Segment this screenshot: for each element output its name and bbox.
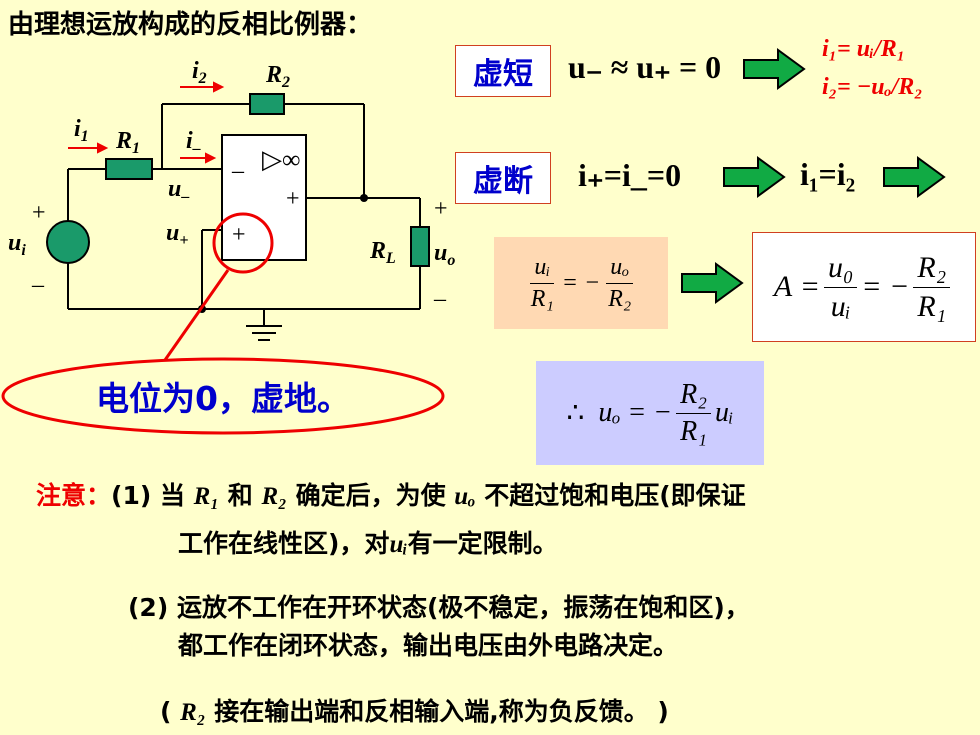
resistor-r1 [105, 158, 153, 180]
label-u-plus: u+ [166, 220, 188, 249]
virtual-open-equation: i₊=i_=0 [578, 157, 682, 193]
resistor-r2 [249, 93, 285, 115]
note-2-line-1: (2) 运放不工作在开环状态(极不稳定，振荡在饱和区)， [128, 593, 750, 622]
resistor-rl [410, 226, 430, 267]
note-1-line-2: 工作在线性区)，对uᵢ有一定限制。 [178, 529, 558, 558]
label-i2: i2 [192, 58, 207, 87]
output-plus: + [434, 196, 448, 222]
virtual-ground-ellipse [1, 357, 445, 435]
label-i1: i1 [74, 116, 89, 145]
virtual-short-result-2: i₂= −uₒ/R₂ [822, 74, 923, 100]
virtual-short-equation: u₋ ≈ u₊ = 0 [568, 49, 722, 85]
source-plus: + [32, 200, 46, 226]
virtual-open-label: 虚断 [455, 152, 551, 204]
opamp-body [221, 134, 307, 261]
arrow-icon [883, 156, 946, 198]
virtual-short-result-1: i₁= uᵢ/R₁ [822, 36, 906, 62]
virtual-ground-highlight [212, 212, 274, 274]
label-ui: ui [8, 230, 26, 259]
opamp-minus: – [231, 158, 245, 184]
label-r2: R2 [265, 62, 290, 91]
opamp-plus: + [232, 222, 246, 248]
note-1-line-1: 注意：(1) 当 R₁ 和 R₂ 确定后，为使 uₒ 不超过饱和电压(即保证 [36, 481, 746, 510]
opamp-symbol: ▷∞ [262, 145, 301, 174]
label-i-minus: i– [186, 128, 201, 157]
arrow-icon [743, 48, 806, 90]
output-minus: – [433, 286, 447, 312]
page-title: 由理想运放构成的反相比例器： [8, 10, 373, 40]
voltage-source [46, 220, 90, 264]
virtual-short-label: 虚短 [455, 45, 551, 97]
virtual-ground-text: 电位为0，虚地。 [96, 378, 350, 418]
opamp-out-plus: + [286, 186, 300, 212]
label-uo: uo [434, 240, 455, 269]
virtual-open-result: i₁=i₂ [800, 156, 856, 192]
arrow-icon [681, 262, 744, 304]
label-r1: R1 [115, 128, 140, 157]
arrow-icon [723, 156, 786, 198]
label-u-minus: u– [168, 176, 189, 205]
label-rl: RL [369, 238, 396, 267]
note-2-line-2: 都工作在闭环状态，输出电压由外电路决定。 [178, 631, 679, 660]
source-minus: – [31, 272, 45, 298]
note-3: ( R₂ 接在输出端和反相输入端,称为负反馈。 ) [160, 697, 669, 726]
